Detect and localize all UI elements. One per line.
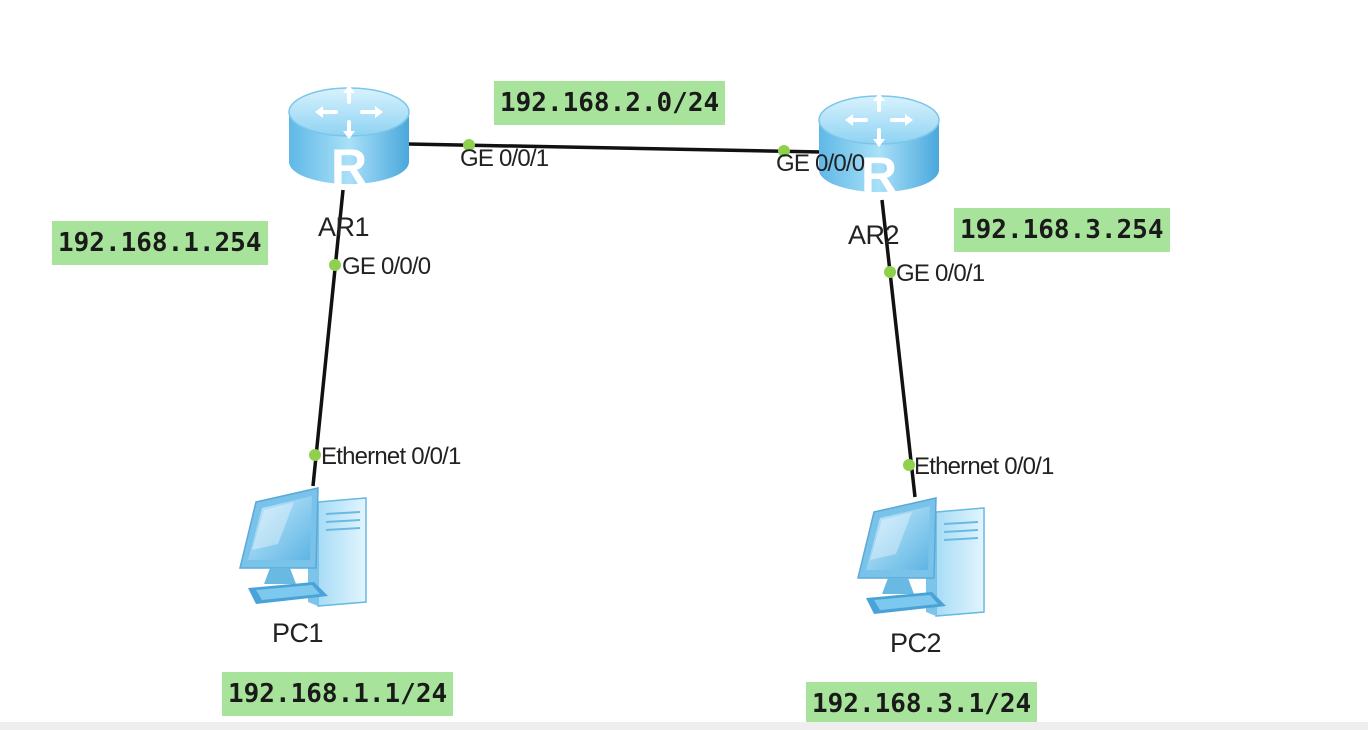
- link-ar1-pc1[interactable]: [311, 189, 345, 487]
- ip-tag-pc2: 192.168.3.1/24: [806, 682, 1038, 726]
- port-dot-pc1-eth[interactable]: [309, 449, 321, 461]
- port-label-ar1-ge001: GE 0/0/1: [460, 145, 549, 172]
- device-label-pc1: PC1: [272, 618, 324, 648]
- pc-icon: [852, 494, 988, 622]
- port-dot-ar2-ge001[interactable]: [884, 266, 896, 278]
- router-ar1[interactable]: R: [286, 82, 412, 190]
- device-label-ar2: AR2: [848, 220, 900, 250]
- pc-pc2[interactable]: [852, 494, 988, 622]
- pc-pc1[interactable]: [234, 484, 370, 612]
- port-label-ar2-ge000: GE 0/0/0: [776, 150, 865, 177]
- router-icon: R: [286, 82, 412, 190]
- svg-text:R: R: [331, 139, 367, 190]
- router-ar2[interactable]: R: [816, 90, 942, 198]
- ip-tag-pc1: 192.168.1.1/24: [222, 672, 454, 716]
- ip-tag-ar2-gateway: 192.168.3.254: [954, 208, 1170, 252]
- bottom-edge-strip: [0, 722, 1368, 730]
- port-dot-ar1-ge001[interactable]: [463, 139, 475, 151]
- port-label-ar1-ge000: GE 0/0/0: [342, 253, 431, 280]
- svg-text:R: R: [861, 147, 897, 198]
- port-dot-ar1-ge000[interactable]: [329, 259, 341, 271]
- router-icon: R: [816, 90, 942, 198]
- ip-tag-link-ar1-ar2: 192.168.2.0/24: [494, 81, 726, 125]
- link-ar1-ar2[interactable]: [407, 142, 823, 154]
- link-ar2-pc2[interactable]: [880, 199, 917, 498]
- device-label-ar1: AR1: [318, 212, 370, 242]
- port-label-ar2-ge001: GE 0/0/1: [896, 260, 985, 287]
- port-dot-pc2-eth[interactable]: [903, 459, 915, 471]
- port-dot-ar2-ge000[interactable]: [778, 145, 790, 157]
- ip-tag-ar1-gateway: 192.168.1.254: [52, 221, 268, 265]
- port-label-pc2-eth: Ethernet 0/0/1: [914, 453, 1054, 480]
- port-label-pc1-eth: Ethernet 0/0/1: [321, 443, 461, 470]
- pc-icon: [234, 484, 370, 612]
- device-label-pc2: PC2: [890, 628, 942, 658]
